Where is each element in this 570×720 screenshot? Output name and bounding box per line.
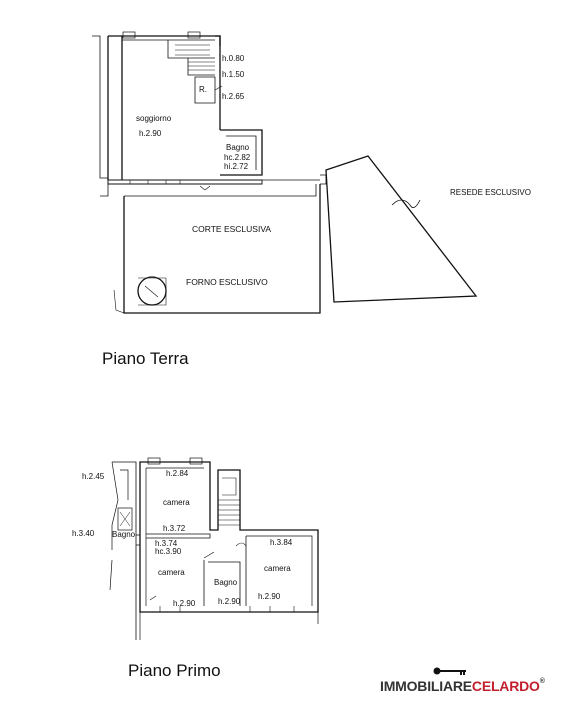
- label-resede: RESEDE ESCLUSIVO: [450, 188, 531, 197]
- label-corte: CORTE ESCLUSIVA: [192, 224, 271, 234]
- label-bagno-mid: Bagno: [214, 578, 238, 587]
- label-room1-h2: h.3.72: [163, 524, 186, 533]
- label-room3-h2: h.2.90: [258, 592, 281, 601]
- label-h340: h.3.40: [72, 529, 95, 538]
- label-room3: camera: [264, 564, 291, 573]
- label-bagno-terra: Bagno: [226, 143, 250, 152]
- first-floor-labels: h.2.45 h.3.40 Bagno h.2.84 camera h.3.72…: [72, 469, 293, 608]
- brand-part2: CELARDO: [471, 678, 540, 694]
- ground-floor-labels: h.0.80 h.1.50 R. h.2.65 soggiorno h.2.90…: [136, 54, 531, 287]
- label-soggiorno: soggiorno: [136, 114, 172, 123]
- brand-logo: IMMOBILIARECELARDO®: [380, 678, 545, 694]
- first-floor-walls: [109, 457, 319, 640]
- label-soggiorno-h: h.2.90: [139, 129, 162, 138]
- label-bagno-mid-h: h.2.90: [218, 597, 241, 606]
- label-room1-h: h.2.84: [166, 469, 189, 478]
- first-floor-title: Piano Primo: [128, 661, 221, 680]
- label-room1: camera: [163, 498, 190, 507]
- label-h265: h.2.65: [222, 92, 245, 101]
- label-h080: h.0.80: [222, 54, 245, 63]
- brand-part1: IMMOBILIARE: [380, 678, 472, 694]
- label-bagno-hi: hi.2.72: [224, 162, 249, 171]
- label-closet: R.: [199, 85, 207, 94]
- label-room2-h: h.3.74: [155, 539, 178, 548]
- label-bagno-hc: hc.2.82: [224, 153, 251, 162]
- label-room2-h3: h.2.90: [173, 599, 196, 608]
- label-room2: camera: [158, 568, 185, 577]
- label-room2-hc: hc.3.90: [155, 547, 182, 556]
- ground-floor-walls: [92, 31, 478, 314]
- label-bagno-left: Bagno: [112, 530, 136, 539]
- key-icon: [433, 667, 466, 675]
- label-h245: h.2.45: [82, 472, 105, 481]
- label-forno: FORNO ESCLUSIVO: [186, 277, 268, 287]
- ground-floor-title: Piano Terra: [102, 349, 189, 368]
- label-room3-h: h.3.84: [270, 538, 293, 547]
- brand-reg: ®: [539, 678, 545, 685]
- label-h150: h.1.50: [222, 70, 245, 79]
